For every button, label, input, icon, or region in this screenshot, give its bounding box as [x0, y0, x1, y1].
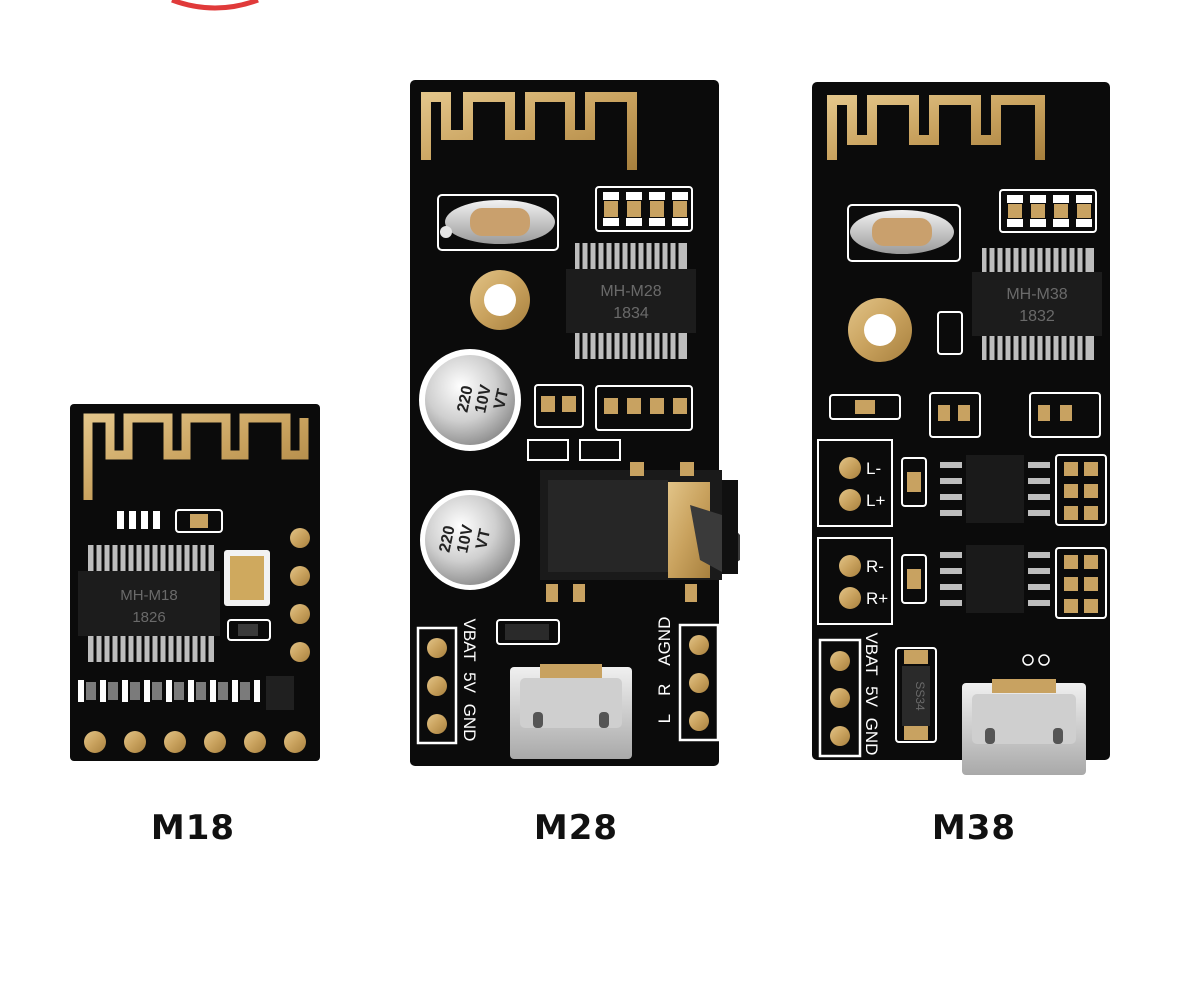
m28-pin-label-l: L — [655, 714, 674, 723]
m38-label-r-minus: R- — [866, 557, 884, 576]
m38-left-output: L- L+ — [817, 439, 893, 527]
m28-board: MH-M28 1834 220 10V VT 220 10V VT — [410, 80, 740, 766]
m28-cap1-voltage: 10V — [472, 383, 495, 415]
m28-pin-label-gnd: GND — [460, 704, 479, 742]
m38-right-output: R- R+ — [817, 537, 893, 625]
m38-label-l-plus: L+ — [866, 491, 885, 510]
m38-caption: M38 — [931, 808, 1017, 848]
m18-caption: M18 — [150, 808, 236, 848]
m28-pin-label-vbat: VBAT — [460, 619, 479, 662]
m28-resistors-top — [595, 186, 693, 232]
m38-board: MH-M38 1832 L- L+ R- R+ — [812, 82, 1110, 775]
m38-pin-label-gnd: GND — [862, 718, 881, 756]
m28-capacitor-2: 220 10V VT — [420, 490, 520, 590]
m28-chip-date: 1834 — [613, 305, 649, 322]
m28-chip — [566, 269, 696, 333]
m28-cap1-series: VT — [491, 387, 512, 411]
svg-text:L R AGND: L R AGND — [655, 617, 674, 724]
antenna-trace — [421, 92, 637, 170]
antenna-trace — [83, 413, 309, 500]
antenna-trace — [827, 95, 1045, 160]
svg-text:VBAT 5V GND: VBAT 5V GND — [460, 619, 479, 742]
m38-pin-label-vbat: VBAT — [862, 633, 881, 676]
logo-fragment — [171, 0, 259, 11]
m28-left-header — [416, 626, 458, 745]
m38-pin-header — [818, 638, 862, 758]
m38-chip — [972, 272, 1102, 336]
m38-chip-label: MH-M38 — [1006, 286, 1067, 303]
m28-cap2-voltage: 10V — [454, 523, 477, 555]
m18-board: MH-M18 1826 — [70, 404, 320, 761]
m18-bottom-pads — [84, 731, 306, 753]
m28-cap1-value: 220 — [455, 384, 477, 414]
m28-caption: M28 — [533, 808, 619, 848]
m28-micro-usb — [510, 664, 632, 759]
m18-chip-label: MH-M18 — [120, 587, 178, 604]
m28-chip-label: MH-M28 — [600, 283, 661, 300]
m28-pin-label-r: R — [655, 684, 674, 696]
m38-diode-label: SS34 — [913, 681, 927, 711]
m38-resistors-top — [999, 189, 1097, 233]
m28-capacitor-1: 220 10V VT — [419, 349, 521, 451]
m38-diode: SS34 — [895, 647, 937, 743]
m38-amp-chips — [940, 455, 1050, 613]
m28-pin-label-agnd: AGND — [655, 617, 674, 666]
m28-right-header — [678, 623, 720, 742]
m38-label-r-plus: R+ — [866, 589, 888, 608]
m18-side-pads — [290, 528, 310, 662]
m28-cap2-value: 220 — [437, 524, 459, 554]
svg-text:VBAT 5V GND: VBAT 5V GND — [862, 633, 881, 756]
m28-pin-label-5v: 5V — [460, 672, 479, 693]
m38-chip-date: 1832 — [1019, 308, 1055, 325]
m18-chip-date: 1826 — [132, 609, 165, 626]
m38-label-l-minus: L- — [866, 459, 881, 478]
m28-cap2-series: VT — [473, 527, 494, 551]
m38-pin-label-5v: 5V — [862, 686, 881, 707]
m28-audio-jack — [540, 462, 740, 602]
m18-chip — [78, 571, 220, 636]
m38-micro-usb — [962, 679, 1086, 775]
